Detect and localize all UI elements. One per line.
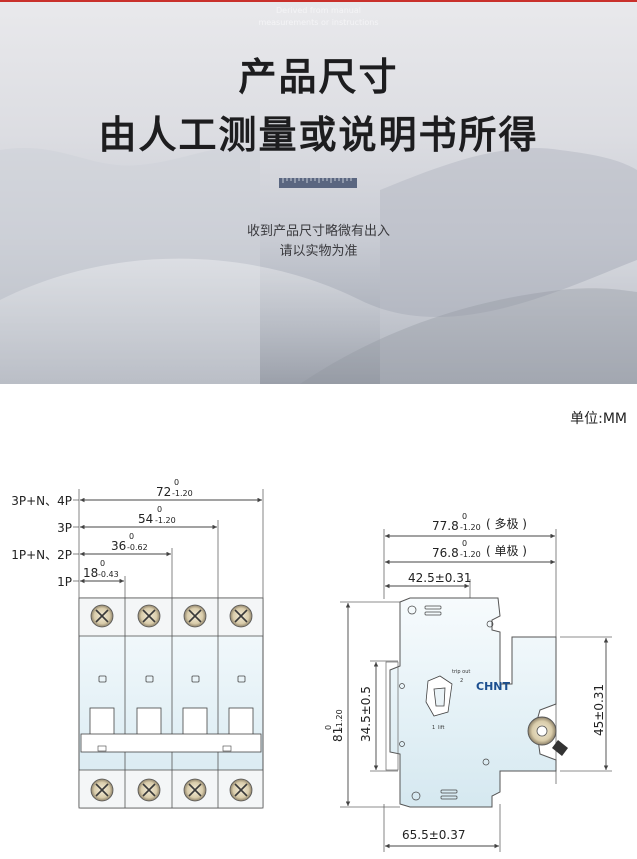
width-2p-nominal: 36 — [111, 539, 126, 553]
depth-multi-note: ( 多极 ) — [486, 517, 527, 531]
depth-multi-nominal: 77.8 — [432, 519, 459, 533]
svg-text:2: 2 — [460, 678, 463, 684]
width-2p-upper: 0 — [129, 532, 134, 541]
dim-34-5: 34.5±0.5 — [359, 686, 373, 742]
height-81-nominal: 81 — [331, 727, 345, 742]
width-1p-lower: -0.43 — [98, 570, 119, 579]
page-subtitle-heading: 由人工测量或说明书所得 — [98, 113, 539, 157]
depth-multi-upper: 0 — [462, 512, 467, 521]
brand-logo: CHNT — [476, 680, 510, 693]
page-title: 产品尺寸 — [238, 55, 399, 99]
pole-label-2p: 1P+N、2P — [11, 548, 72, 562]
width-4p-lower: -1.20 — [172, 489, 193, 498]
english-note: Derived from manual measurements or inst… — [258, 6, 379, 27]
width-3p-upper: 0 — [157, 505, 162, 514]
width-1p-nominal: 18 — [83, 566, 98, 580]
height-81-upper: 0 — [324, 725, 333, 730]
width-4p-nominal: 72 — [156, 485, 171, 499]
depth-multi-lower: -1.20 — [460, 523, 481, 532]
note-line-2: 请以实物为准 — [279, 244, 358, 259]
accent-line — [0, 0, 637, 2]
terminal-knob-icon — [527, 716, 568, 756]
trip-out-label: trip out — [452, 669, 470, 675]
svg-text:1: 1 — [432, 725, 435, 731]
depth-single-upper: 0 — [462, 539, 467, 548]
depth-single-note: ( 单极 ) — [486, 544, 527, 558]
mountain-background — [0, 147, 637, 384]
width-3p-lower: -1.20 — [155, 516, 176, 525]
dim-45: 45±0.31 — [592, 684, 606, 736]
width-4p-upper: 0 — [174, 478, 179, 487]
front-view: 3P+N、4P 3P 1P+N、2P 1P 72 0 -1.20 54 0 -1… — [11, 478, 264, 809]
breaker-front — [78, 597, 264, 809]
breaker-side: trip out 2 1 lift CHNT — [385, 597, 568, 808]
lift-label: lift — [438, 725, 444, 731]
hero-banner: Derived from manual measurements or inst… — [0, 0, 637, 384]
depth-single-nominal: 76.8 — [432, 546, 459, 560]
dim-42-5: 42.5±0.31 — [408, 571, 472, 585]
width-1p-upper: 0 — [100, 559, 105, 568]
depth-single-lower: -1.20 — [460, 550, 481, 559]
width-3p-nominal: 54 — [138, 512, 153, 526]
side-view: 77.8 0 -1.20 ( 多极 ) 76.8 0 -1.20 ( 单极 ) … — [324, 512, 612, 852]
pole-label-1p: 1P — [57, 575, 72, 589]
pole-label-4p: 3P+N、4P — [11, 494, 72, 508]
pole-label-3p: 3P — [57, 521, 72, 535]
width-2p-lower: -0.62 — [127, 543, 148, 552]
ruler-icon — [279, 178, 357, 188]
dimension-drawing: 3P+N、4P 3P 1P+N、2P 1P 72 0 -1.20 54 0 -1… — [11, 478, 612, 852]
note-line-1: 收到产品尺寸略微有出入 — [246, 224, 390, 239]
dim-65-5: 65.5±0.37 — [402, 828, 466, 842]
unit-label: 单位:MM — [570, 411, 627, 427]
height-81-lower: -1.20 — [335, 709, 344, 730]
